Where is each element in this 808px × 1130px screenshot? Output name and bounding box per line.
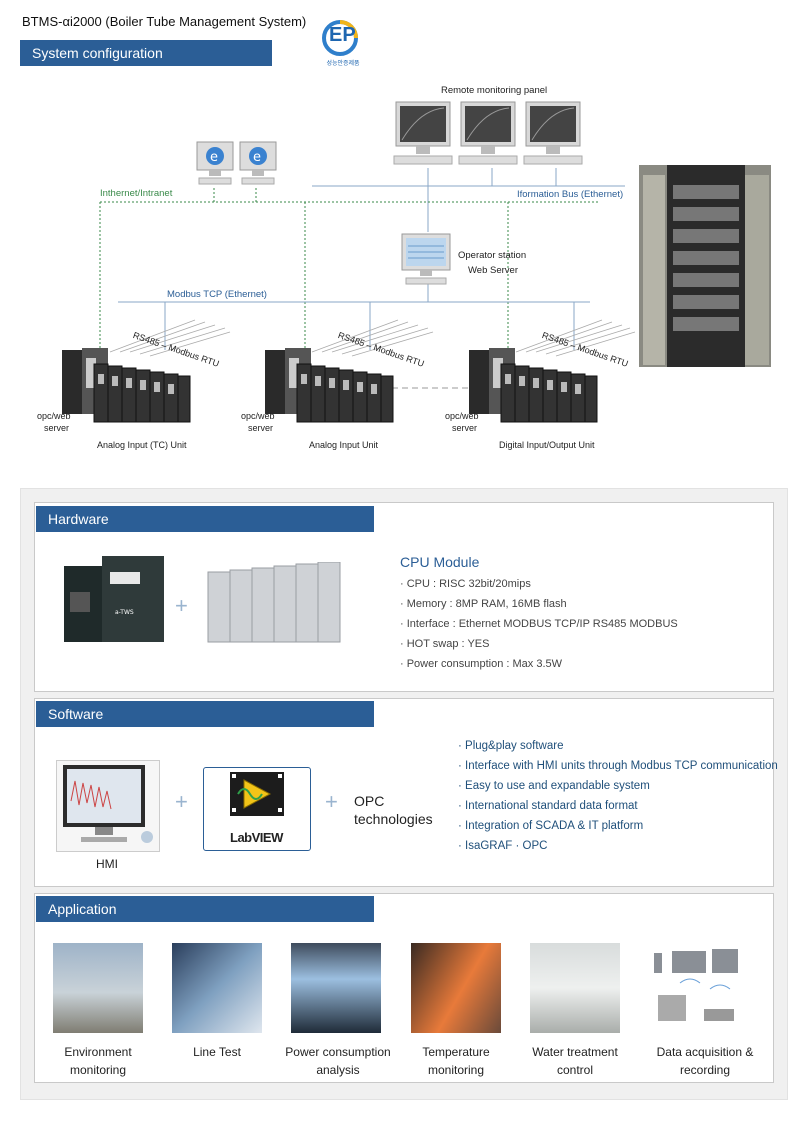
web-server-label: Web Server <box>468 265 518 276</box>
environment-photo <box>53 943 143 1033</box>
interface-spec: · Interface : Ethernet MODBUS TCP/IP RS4… <box>400 618 678 630</box>
software-feature: · IsaGRAF · OPC <box>458 840 548 852</box>
cpu-module-title: CPU Module <box>400 554 480 570</box>
modbus-tcp-label: Modbus TCP (Ethernet) <box>167 289 267 300</box>
software-title: Software <box>36 701 374 727</box>
remote-monitor-2 <box>455 100 521 173</box>
info-bus-label: Iformation Bus (Ethernet) <box>517 189 624 200</box>
software-feature: · International standard data format <box>458 800 638 812</box>
app-label-data-acquisition: Data acquisition &recording <box>656 1045 754 1077</box>
network-lines <box>99 168 636 389</box>
io-unit-1 <box>62 344 192 431</box>
unit-label-1: Analog Input (TC) Unit <box>97 440 187 450</box>
power-spec: · Power consumption : Max 3.5W <box>400 658 563 670</box>
temperature-photo <box>411 943 501 1033</box>
svg-text:e: e <box>253 150 261 165</box>
cpu-specs-list: · CPU : RISC 32bit/20mips · Memory : 8MP… <box>400 574 678 674</box>
application-title: Application <box>36 896 374 922</box>
remote-panel-label: Remote monitoring panel <box>441 85 548 96</box>
cpu-spec: · CPU : RISC 32bit/20mips <box>400 578 531 590</box>
labview-text: LabVIEW <box>230 830 283 845</box>
plus-icon: + <box>175 789 188 814</box>
software-feature: · Easy to use and expandable system <box>458 780 650 792</box>
internet-client-2-icon: e <box>238 140 278 193</box>
memory-spec: · Memory : 8MP RAM, 16MB flash <box>400 598 567 610</box>
data-acquisition-photo <box>650 943 740 1033</box>
io-unit-2 <box>265 344 395 431</box>
server-label-3a: opc/web <box>445 411 479 421</box>
plus-icon: + <box>325 789 338 814</box>
line-test-photo <box>172 943 262 1033</box>
power-photo <box>291 943 381 1033</box>
hotswap-spec: · HOT swap : YES <box>400 638 490 650</box>
hardware-title: Hardware <box>36 506 374 532</box>
server-label-3b: server <box>452 423 478 433</box>
section-title-system-configuration: System configuration <box>20 40 272 66</box>
logo-text: EP <box>329 24 356 46</box>
svg-text:a-TWS: a-TWS <box>115 609 134 616</box>
page-title: BTMS-αi2000 (Boiler Tube Management Syst… <box>22 14 307 29</box>
labview-logo: LabVIEW <box>203 767 311 851</box>
internet-label: Inthernet/Intranet <box>100 188 173 199</box>
water-treatment-photo <box>530 943 620 1033</box>
server-label-2b: server <box>248 423 274 433</box>
software-features-list: · Plug&play software · Interface with HM… <box>458 736 778 856</box>
server-label-2a: opc/web <box>241 411 275 421</box>
plus-icon: + <box>175 593 188 618</box>
app-label-line-test: Line Test <box>193 1045 241 1059</box>
unit-label-3: Digital Input/Output Unit <box>499 440 595 450</box>
software-feature: · Plug&play software <box>458 740 564 752</box>
hmi-label: HMI <box>96 857 118 871</box>
opc-technologies-label: technologies <box>354 811 433 827</box>
server-label-1b: server <box>44 423 70 433</box>
operator-station-icon <box>398 232 454 293</box>
server-label-1a: opc/web <box>37 411 71 421</box>
hmi-image <box>56 760 160 852</box>
remote-monitor-1 <box>390 100 456 173</box>
svg-text:e: e <box>210 150 218 165</box>
cabinet-photo <box>639 165 771 367</box>
io-modules-image <box>206 561 356 653</box>
opc-label: OPC <box>354 793 385 809</box>
software-feature: · Integration of SCADA & IT platform <box>458 820 644 832</box>
cpu-module-image: a-TWS <box>60 552 170 657</box>
logo-caption: 성능안증제품 <box>326 61 360 67</box>
remote-monitor-3 <box>520 100 586 173</box>
io-unit-3 <box>469 344 599 431</box>
ep-logo: EP 성능안증제품 <box>318 20 368 68</box>
operator-station-label: Operator station <box>458 250 527 261</box>
unit-label-2: Analog Input Unit <box>309 440 379 450</box>
internet-client-1-icon: e <box>195 140 235 193</box>
software-feature: · Interface with HMI units through Modbu… <box>458 760 778 772</box>
